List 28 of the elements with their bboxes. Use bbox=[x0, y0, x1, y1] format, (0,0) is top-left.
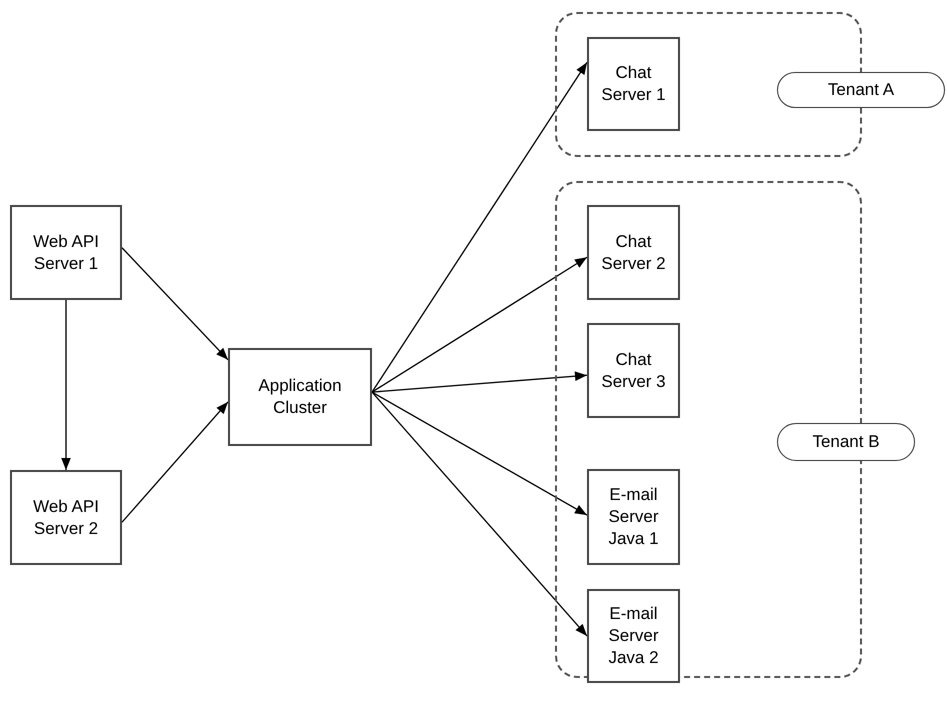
arrow bbox=[371, 62, 588, 392]
node-label: E-mail Server Java 1 bbox=[607, 484, 660, 550]
arrow bbox=[372, 371, 588, 393]
arrow bbox=[61, 300, 71, 470]
cluster-box bbox=[228, 348, 372, 446]
server-box bbox=[587, 469, 680, 565]
node-label: Chat Server 1 bbox=[600, 62, 667, 106]
node-label: Application Cluster bbox=[257, 375, 343, 419]
node-label: Chat Server 2 bbox=[600, 230, 667, 274]
server-box bbox=[10, 470, 122, 565]
server-box bbox=[587, 205, 680, 300]
tenant-label-pill bbox=[777, 423, 915, 461]
arrow bbox=[372, 392, 588, 516]
node-label: E-mail Server Java 2 bbox=[607, 603, 660, 669]
tenant-label-pill bbox=[777, 72, 945, 108]
server-box bbox=[587, 323, 680, 418]
arrow bbox=[372, 392, 588, 636]
node-label: Tenant B bbox=[812, 432, 880, 452]
arrow bbox=[122, 401, 228, 523]
arrow bbox=[122, 247, 228, 360]
node-label: Chat Server 3 bbox=[600, 348, 667, 392]
server-box bbox=[10, 205, 122, 300]
node-label: Tenant A bbox=[828, 80, 894, 100]
node-label: Web API Server 2 bbox=[32, 496, 100, 540]
server-box bbox=[587, 589, 680, 683]
arrow bbox=[372, 256, 588, 393]
node-label: Web API Server 1 bbox=[32, 230, 100, 274]
server-box bbox=[587, 37, 680, 131]
